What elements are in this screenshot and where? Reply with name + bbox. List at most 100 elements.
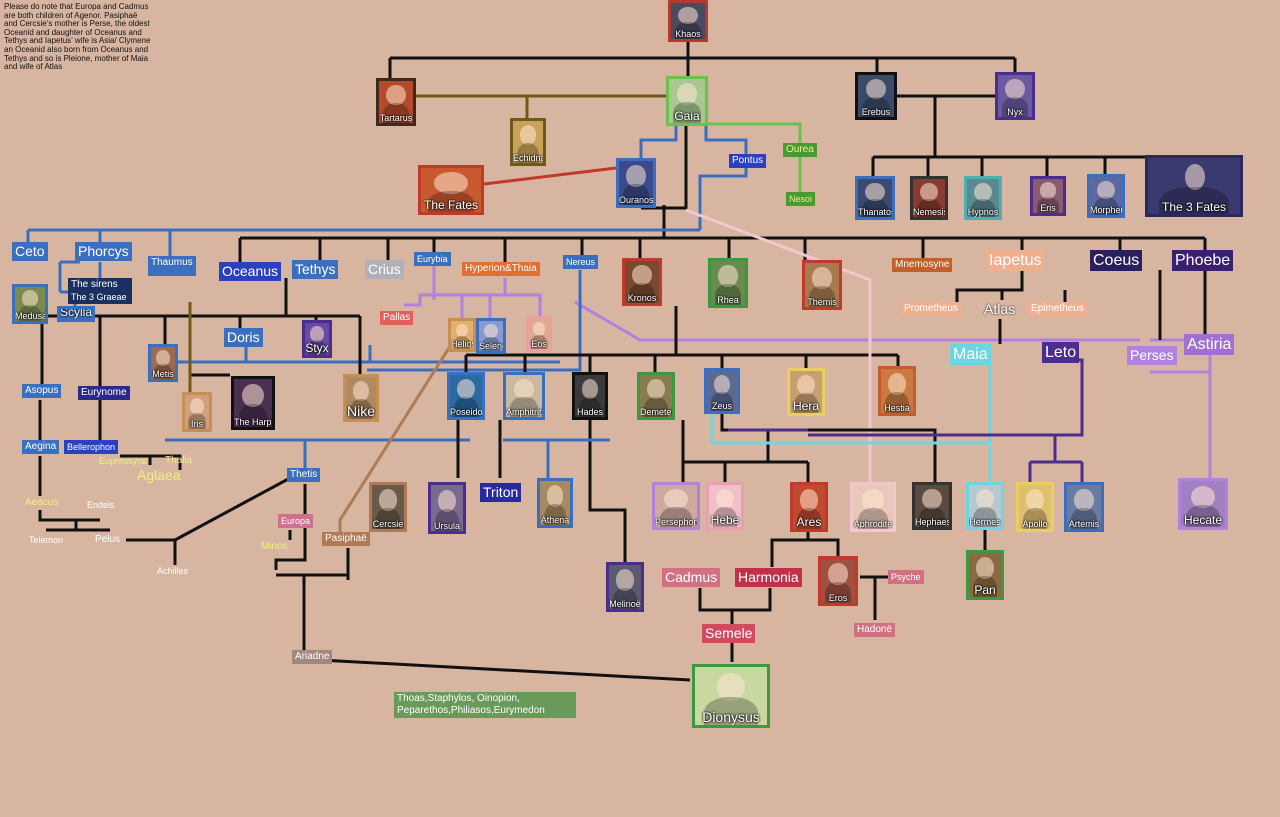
portrait-nike[interactable]: Nike <box>343 374 379 422</box>
portrait-tartarus[interactable]: Tartarus <box>376 78 416 126</box>
label-ariadne[interactable]: Ariadne <box>292 650 333 664</box>
label-phorcys[interactable]: Phorcys <box>75 242 132 261</box>
portrait-iris[interactable]: Iris <box>182 392 212 432</box>
label-aglaea[interactable]: Aglaea <box>137 467 181 483</box>
portrait-rhea[interactable]: Rhea <box>708 258 748 308</box>
label-semele[interactable]: Semele <box>702 624 756 643</box>
portrait-hephaestus[interactable]: Hephaestus <box>912 482 952 530</box>
label-thalia[interactable]: Thalia <box>165 455 193 466</box>
portrait-metis[interactable]: Metis <box>148 344 178 382</box>
portrait-hermes[interactable]: Hermes <box>966 482 1004 530</box>
label-maia[interactable]: Maia <box>950 344 991 365</box>
portrait-hypnos[interactable]: Hypnos <box>964 176 1002 220</box>
label-the-sirens[interactable]: The sirens <box>68 278 132 292</box>
portrait-amphitrite[interactable]: Amphitrite <box>503 372 545 420</box>
label-doris[interactable]: Doris <box>224 328 263 347</box>
portrait-erebus[interactable]: Erebus <box>855 72 897 120</box>
label-pallas[interactable]: Pallas <box>380 311 414 325</box>
label-ceto[interactable]: Ceto <box>12 242 48 261</box>
label-euphrosyne[interactable]: Euphrosyne <box>99 456 148 466</box>
label-minos[interactable]: Minos <box>261 541 288 552</box>
portrait-athena[interactable]: Athena <box>537 478 573 528</box>
portrait-poseidon[interactable]: Poseidon <box>447 372 485 420</box>
label-aegina[interactable]: Aegina <box>22 440 60 454</box>
portrait-nemesis[interactable]: Nemesis <box>910 176 948 220</box>
portrait-melinoe[interactable]: Melinoë <box>606 562 644 612</box>
label-thaumus[interactable]: Thaumus <box>148 256 196 276</box>
label-leto[interactable]: Leto <box>1042 342 1080 363</box>
label-pasiphae[interactable]: Pasiphaë <box>322 532 370 546</box>
label-telemon[interactable]: Telemon <box>29 535 64 545</box>
portrait-echidna[interactable]: Echidna <box>510 118 546 166</box>
portrait-dionysus[interactable]: Dionysus <box>692 664 770 728</box>
label-atlas[interactable]: Atlas <box>981 300 1019 319</box>
portrait-aphrodite[interactable]: Aphrodite <box>850 482 896 532</box>
label-psyche[interactable]: Psyche <box>888 570 924 584</box>
label-europa[interactable]: Europa <box>278 514 314 528</box>
portrait-ares[interactable]: Ares <box>790 482 828 532</box>
portrait-pan[interactable]: Pan <box>966 550 1004 600</box>
portrait-apollo[interactable]: Apollo <box>1016 482 1054 532</box>
portrait-hecate[interactable]: Hecate <box>1178 478 1228 530</box>
label-thetis[interactable]: Thetis <box>287 468 321 482</box>
portrait-khaos[interactable]: Khaos <box>668 0 708 42</box>
portrait-hebe[interactable]: Hebe <box>706 482 744 530</box>
label-cadmus[interactable]: Cadmus <box>662 568 721 587</box>
label-ourea[interactable]: Ourea <box>783 143 817 157</box>
label-pelus[interactable]: Pelus <box>95 534 121 545</box>
portrait-artemis[interactable]: Artemis <box>1064 482 1104 532</box>
label-oceanus[interactable]: Oceanus <box>219 262 282 281</box>
portrait-demeter[interactable]: Demeter <box>637 372 675 420</box>
portrait-helios[interactable]: Helios <box>448 318 476 352</box>
label-phoebe[interactable]: Phoebe <box>1172 250 1234 271</box>
label-triton[interactable]: Triton <box>480 483 522 502</box>
label-achilles[interactable]: Achilles <box>157 566 189 576</box>
portrait-nyx[interactable]: Nyx <box>995 72 1035 120</box>
portrait-thanatos[interactable]: Thanatos <box>855 176 895 220</box>
portrait-cercsie[interactable]: Cercsie <box>369 482 407 532</box>
portrait-eros[interactable]: Eros <box>818 556 858 606</box>
portrait-ursula[interactable]: Ursula <box>428 482 466 534</box>
portrait-eos[interactable]: Eos <box>526 316 552 352</box>
portrait-hestia[interactable]: Hestia <box>878 366 916 416</box>
portrait-hades[interactable]: Hades <box>572 372 608 420</box>
label-coeus[interactable]: Coeus <box>1090 250 1143 271</box>
portrait-the-3-fates[interactable]: The 3 Fates <box>1145 155 1243 217</box>
portrait-ouranos[interactable]: Ouranos <box>616 158 656 208</box>
label-eurynome[interactable]: Eurynome <box>78 386 130 400</box>
portrait-persephone[interactable]: Persephone <box>652 482 700 530</box>
label-perses[interactable]: Perses <box>1127 346 1177 365</box>
label-eurybia[interactable]: Eurybia <box>414 252 451 266</box>
label-nesoi[interactable]: Nesoi <box>786 192 816 206</box>
portrait-kronos[interactable]: Kronos <box>622 258 662 306</box>
label-astiria[interactable]: Astiria <box>1184 334 1235 355</box>
portrait-zeus[interactable]: Zeus <box>704 368 740 414</box>
portrait-eris[interactable]: Eris <box>1030 176 1066 216</box>
label-nereus[interactable]: Nereus <box>563 255 599 269</box>
label-mnemosyne[interactable]: Mnemosyne <box>892 258 953 272</box>
label-asopus[interactable]: Asopus <box>22 384 62 398</box>
portrait-styx[interactable]: Styx <box>302 320 332 358</box>
label-bellerophon[interactable]: Bellerophon <box>64 440 119 454</box>
portrait-selene[interactable]: Selene <box>476 318 506 354</box>
label-endeis[interactable]: Endeis <box>87 500 115 510</box>
portrait-gaia[interactable]: Gaia <box>666 76 708 126</box>
label-prometheus[interactable]: Prometheus <box>901 302 961 316</box>
label-crius[interactable]: Crius <box>365 260 404 279</box>
portrait-morpheus[interactable]: Morpheus <box>1087 174 1125 218</box>
portrait-scylla[interactable]: Scylla <box>57 306 95 322</box>
label-harmonia[interactable]: Harmonia <box>735 568 802 587</box>
label-aeacus[interactable]: Aeacus <box>25 497 59 508</box>
label-tethys[interactable]: Tethys <box>292 260 339 279</box>
label-hyperion-theia[interactable]: Hyperion&Thaia <box>462 262 540 276</box>
label-the-3-graeae[interactable]: The 3 Graeae <box>68 290 132 304</box>
portrait-the-harpies[interactable]: The Harpies <box>231 376 275 430</box>
label-epimetheus[interactable]: Epimetheus <box>1028 302 1087 316</box>
portrait-themis[interactable]: Themis <box>802 260 842 310</box>
portrait-hera[interactable]: Hera <box>787 368 825 416</box>
label-pontus[interactable]: Pontus <box>729 154 767 168</box>
label-children[interactable]: Thoas,Staphylos, Oinopion, Peparethos,Ph… <box>394 692 576 718</box>
portrait-medusa[interactable]: Medusa <box>12 284 48 324</box>
label-hadone[interactable]: Hadonë <box>854 623 896 637</box>
label-iapetus[interactable]: Iapetus <box>986 250 1045 271</box>
